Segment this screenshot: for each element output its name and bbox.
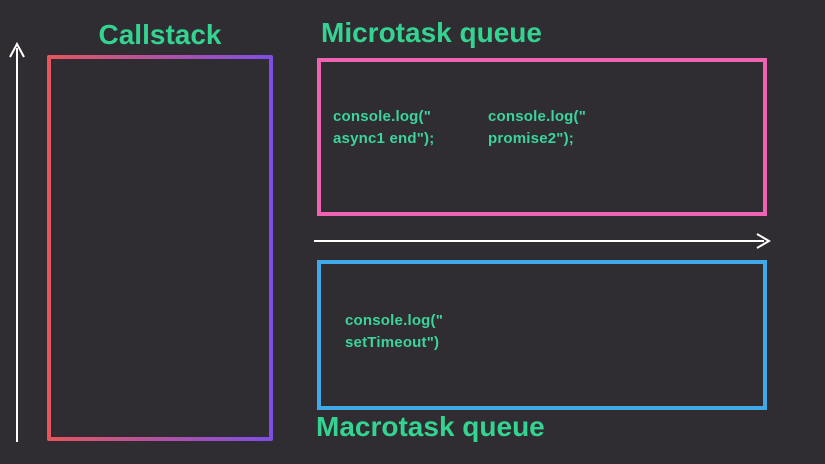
microtask-item-promise2: console.log(" promise2"); [488, 108, 587, 147]
callstack-box [47, 55, 273, 441]
callstack-contents [51, 59, 269, 437]
microtask-item-async1-end: console.log(" async1 end"); [333, 108, 435, 147]
up-arrow-icon [9, 41, 25, 442]
right-arrow-icon [314, 233, 771, 249]
callstack-title: Callstack [98, 19, 222, 50]
macrotask-queue-box: console.log(" setTimeout") [317, 260, 767, 410]
macrotask-queue-title: Macrotask queue [316, 411, 545, 442]
macrotask-item-settimeout: console.log(" setTimeout") [345, 312, 444, 351]
microtask-queue-box: console.log(" async1 end"); console.log(… [317, 58, 767, 216]
microtask-queue-title: Microtask queue [321, 17, 542, 48]
